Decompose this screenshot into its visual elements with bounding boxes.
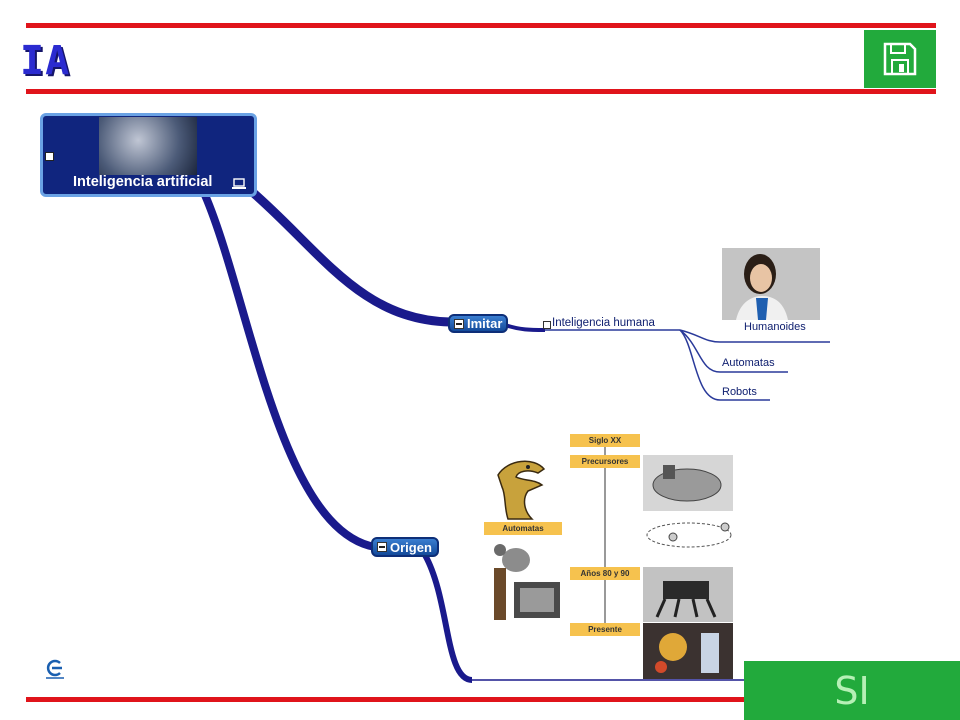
collapse-toggle-icon[interactable]	[45, 152, 54, 161]
child-automatas: Automatas	[722, 357, 775, 369]
present-robot-photo	[643, 623, 733, 679]
branch-imitar-node[interactable]: Imitar	[448, 314, 508, 333]
dinosaur-image	[488, 455, 554, 521]
timeline-anos-80-90: Años 80 y 90	[570, 567, 640, 580]
branch-origen-node[interactable]: Origen	[371, 537, 439, 557]
header-red-bar	[26, 89, 936, 94]
central-topic-node[interactable]: Inteligencia artificial	[40, 113, 257, 197]
robot-80s-photo	[643, 567, 733, 622]
computer-icon	[232, 178, 246, 189]
bottom-red-bar	[26, 697, 936, 702]
automaton-duck-image	[484, 538, 564, 622]
collapse-toggle-icon[interactable]	[454, 318, 464, 329]
branch-imitar-label: Imitar	[467, 316, 503, 331]
top-red-bar	[26, 23, 936, 28]
return-link[interactable]	[44, 657, 66, 679]
timeline-precursores: Precursores	[570, 455, 640, 468]
precursor-robot-photo	[643, 455, 733, 511]
child-robots: Robots	[722, 386, 757, 398]
save-button[interactable]	[864, 30, 936, 88]
timeline-automatas: Automatas	[484, 522, 562, 535]
child-humanoides: Humanoides	[744, 321, 806, 333]
subtopic-toggle-icon[interactable]	[543, 321, 551, 329]
collapse-toggle-icon[interactable]	[377, 542, 387, 552]
humanoid-photo	[722, 248, 820, 320]
page-title: IA	[20, 38, 71, 84]
return-arrow-icon	[46, 659, 64, 679]
central-topic-label: Inteligencia artificial	[73, 174, 213, 190]
branch-origen-label: Origen	[390, 539, 432, 555]
timeline-axis	[604, 446, 606, 624]
subtopic-inteligencia-humana: Inteligencia humana	[552, 317, 655, 329]
orbit-diagram	[643, 515, 735, 555]
floppy-disk-icon	[883, 42, 917, 76]
central-topic-image	[99, 117, 197, 175]
si-button-label: SI	[834, 668, 870, 713]
timeline-presente: Presente	[570, 623, 640, 636]
si-button[interactable]: SI	[744, 661, 960, 720]
timeline-siglo-xx: Siglo XX	[570, 434, 640, 447]
